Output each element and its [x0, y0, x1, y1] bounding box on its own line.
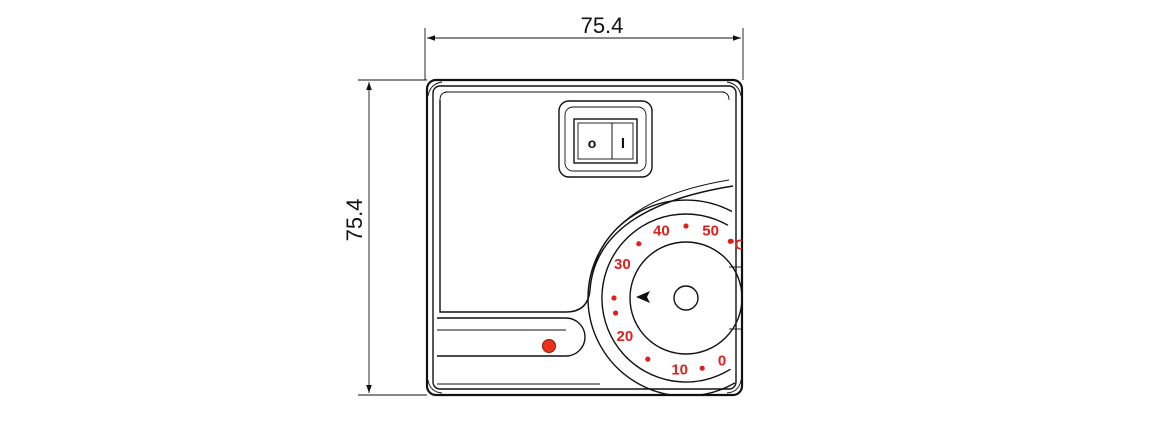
scale-label-50: 50 [702, 222, 719, 239]
scale-dot [613, 310, 619, 316]
body-inner-edge [432, 85, 737, 390]
switch-rocker-on-side [611, 122, 634, 160]
temperature-dial[interactable]: 0 10 20 30 40 50 °C [587, 199, 745, 396]
cover-panel-edge [439, 100, 734, 313]
inner-corner-tl [439, 91, 449, 101]
height-label: 75.4 [342, 199, 367, 242]
dial-center-hub [673, 285, 699, 311]
scale-dot [699, 365, 705, 371]
dial-scale: 0 10 20 30 40 50 °C [611, 222, 745, 379]
dial-outer-ring [587, 199, 736, 395]
switch-off-symbol: o [588, 135, 597, 151]
body-outline [425, 78, 744, 397]
scale-dot [727, 238, 733, 244]
scale-dot [611, 295, 617, 301]
bevel-bottom-right [726, 379, 742, 394]
scale-unit-label: °C [728, 237, 745, 254]
inner-corner-tr [720, 91, 730, 101]
switch-on-symbol: I [621, 135, 625, 152]
switch-bezel-inner [564, 106, 647, 172]
scale-label-40: 40 [653, 222, 670, 239]
strip-rounded-end [565, 317, 586, 357]
indicator-led [542, 339, 556, 353]
scale-dot [636, 241, 642, 247]
switch-bezel-outer [558, 100, 653, 178]
switch-housing [573, 118, 638, 164]
bevel-top-right [726, 81, 742, 97]
height-dimension: 75.4 [342, 79, 427, 396]
scale-label-20: 20 [617, 328, 634, 345]
dial-scale-ring [601, 213, 731, 383]
scale-label-10: 10 [671, 362, 688, 379]
scale-dot [683, 223, 689, 229]
scale-label-30: 30 [614, 256, 631, 273]
thermostat-body [425, 78, 744, 397]
arrowhead-icon [636, 291, 650, 303]
bevel-bottom-left [427, 379, 443, 394]
scale-label-0: 0 [718, 352, 726, 369]
indicator-strip [437, 317, 600, 385]
bevel-top-left [427, 81, 443, 97]
dial-knob [629, 241, 742, 355]
width-label: 75.4 [581, 13, 624, 38]
width-dimension: 75.4 [424, 13, 744, 80]
power-switch[interactable]: o I [558, 100, 653, 178]
scale-dot [645, 356, 651, 362]
